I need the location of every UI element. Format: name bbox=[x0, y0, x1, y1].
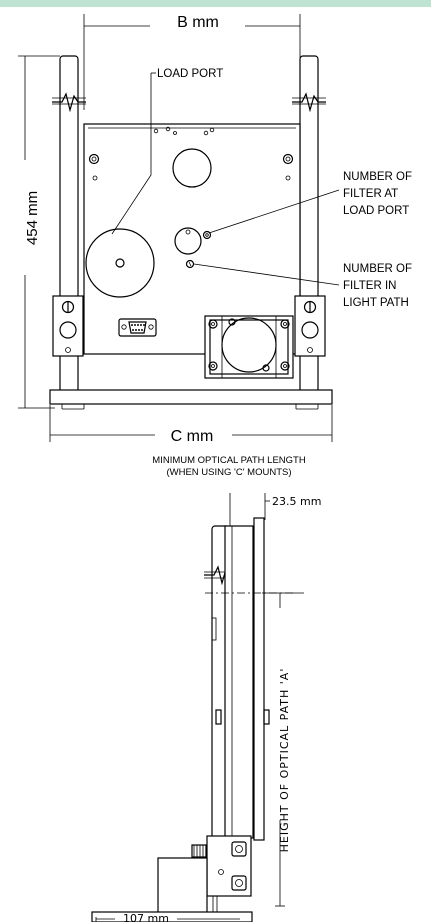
filter-indicator-knob bbox=[174, 227, 212, 269]
dimension-c: C mm bbox=[49, 405, 333, 445]
side-view: MINIMUM OPTICAL PATH LENGTH (WHEN USING … bbox=[91, 455, 321, 922]
filter-path-label-line3: LIGHT PATH bbox=[343, 297, 409, 309]
min-path-label-line1: MINIMUM OPTICAL PATH LENGTH bbox=[152, 455, 306, 466]
front-base bbox=[49, 389, 333, 410]
side-clamp bbox=[157, 835, 252, 921]
callout-load-port: LOAD PORT bbox=[111, 68, 223, 235]
d-sub-connector bbox=[118, 318, 157, 337]
top-color-band bbox=[0, 0, 431, 7]
corner-screws bbox=[88, 153, 294, 181]
top-hole bbox=[172, 148, 212, 188]
dimension-c-label: C mm bbox=[171, 428, 214, 445]
dimension-b: B mm bbox=[83, 14, 301, 110]
filter-load-label-line3: LOAD PORT bbox=[343, 205, 409, 217]
dimension-454: 454 mm bbox=[18, 55, 60, 409]
top-rivets bbox=[153, 126, 215, 136]
dimension-454-label: 454 mm bbox=[24, 191, 41, 245]
dimension-23-5: 23.5 mm bbox=[229, 493, 321, 526]
light-path-port bbox=[204, 315, 294, 379]
dimension-23-5-label: 23.5 mm bbox=[272, 495, 321, 508]
callout-filter-in-light-path: NUMBER OF FILTER IN LIGHT PATH bbox=[193, 263, 412, 309]
dimension-b-label: B mm bbox=[177, 14, 219, 31]
filter-load-label-line1: NUMBER OF bbox=[343, 171, 412, 183]
left-clamp bbox=[52, 295, 84, 357]
right-clamp bbox=[294, 295, 326, 357]
callout-filter-at-load-port: NUMBER OF FILTER AT LOAD PORT bbox=[208, 171, 412, 234]
load-port-wheel bbox=[85, 228, 155, 298]
filter-path-label-line1: NUMBER OF bbox=[343, 263, 412, 275]
filter-path-label-line2: FILTER IN bbox=[343, 280, 396, 292]
height-optical-path-label: HEIGHT OF OPTICAL PATH 'A' bbox=[278, 668, 291, 853]
side-base bbox=[91, 911, 253, 922]
front-view: B mm 454 mm bbox=[18, 14, 412, 445]
side-body bbox=[211, 517, 270, 841]
load-port-label: LOAD PORT bbox=[157, 68, 223, 80]
min-path-label-line2: (WHEN USING 'C' MOUNTS) bbox=[166, 467, 291, 478]
filter-load-label-line2: FILTER AT bbox=[343, 188, 398, 200]
dimension-height-optical-path: HEIGHT OF OPTICAL PATH 'A' bbox=[262, 592, 304, 907]
